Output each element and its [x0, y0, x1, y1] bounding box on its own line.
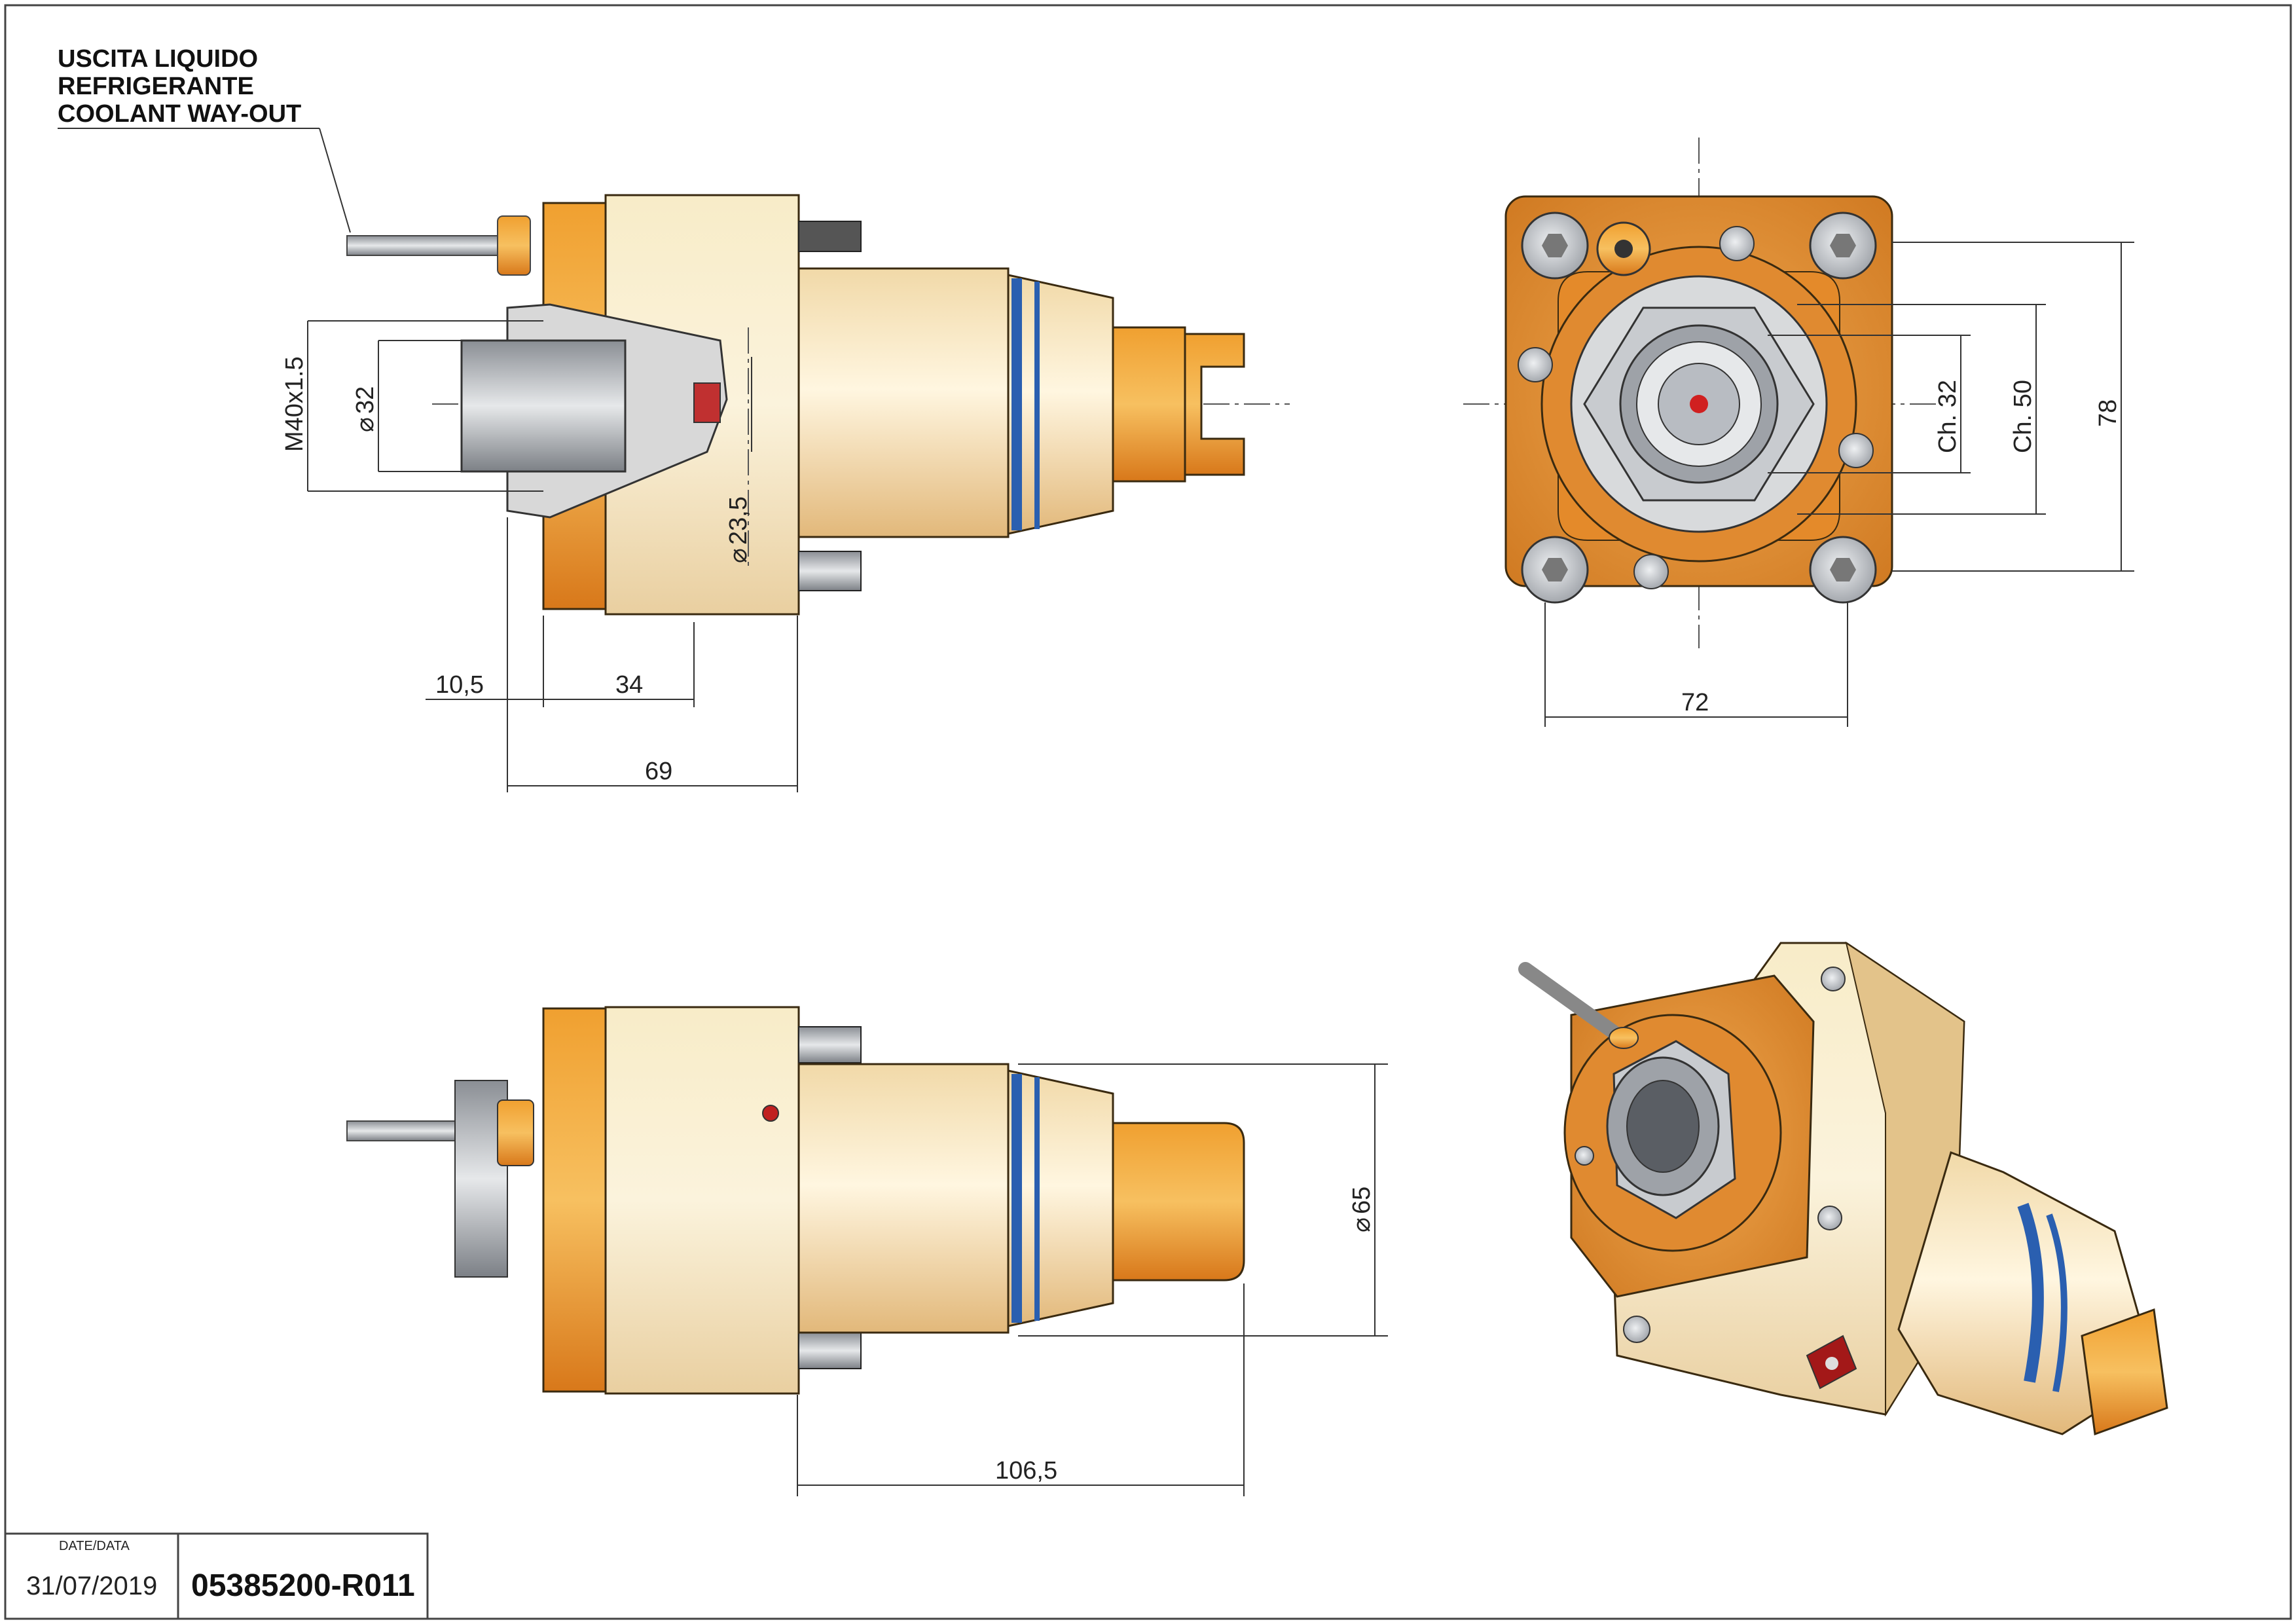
- note-line-3: COOLANT WAY-OUT: [58, 100, 301, 128]
- sheet-border: [4, 4, 2292, 1620]
- section-dimensions: M40x1.5 ⌀ 32 ⌀ 23,5 10,5 34 69: [281, 320, 798, 792]
- date-value: 31/07/2019: [26, 1572, 157, 1600]
- drawing-code: 05385200-R011: [191, 1568, 415, 1603]
- dim-dia65-symbol: ⌀: [1348, 1217, 1376, 1232]
- dim-106-5: 106,5: [995, 1457, 1057, 1485]
- dim-dia65: 65: [1348, 1187, 1376, 1214]
- note-line-1: USCITA LIQUIDO: [58, 45, 258, 73]
- date-label: DATE/DATA: [59, 1539, 130, 1553]
- socket-screw-icons: [1521, 212, 1877, 604]
- dim-dia32-symbol: ⌀: [352, 417, 379, 432]
- side-view: [346, 1006, 1245, 1395]
- section-view: [346, 194, 1290, 616]
- dim-dia235-symbol: ⌀: [725, 548, 752, 563]
- note-line-2: REFRIGERANTE: [58, 73, 254, 100]
- leader-line: [319, 128, 351, 233]
- dim-78: 78: [2094, 399, 2122, 427]
- dim-thread: M40x1.5: [281, 356, 308, 452]
- coolant-note: USCITA LIQUIDO REFRIGERANTE COOLANT WAY-…: [58, 45, 351, 233]
- dim-69: 69: [645, 758, 672, 785]
- front-view: [1463, 138, 1938, 648]
- dim-dia32: 32: [352, 386, 379, 414]
- hex-screw-icons: [1518, 226, 1874, 589]
- dim-ch50: Ch. 50: [2009, 380, 2037, 453]
- dim-10-5: 10,5: [435, 671, 484, 699]
- dim-ch32: Ch. 32: [1934, 380, 1961, 453]
- side-dimensions: ⌀ 65 106,5: [797, 1063, 1388, 1496]
- dim-34: 34: [615, 671, 643, 699]
- dim-dia235: 23,5: [725, 496, 752, 545]
- dim-72: 72: [1681, 689, 1709, 716]
- isometric-view: [1518, 941, 2168, 1436]
- front-dimensions: 78 Ch. 50 Ch. 32 72: [1544, 242, 2134, 727]
- title-block: DATE/DATA 31/07/2019 05385200-R011: [4, 1532, 429, 1620]
